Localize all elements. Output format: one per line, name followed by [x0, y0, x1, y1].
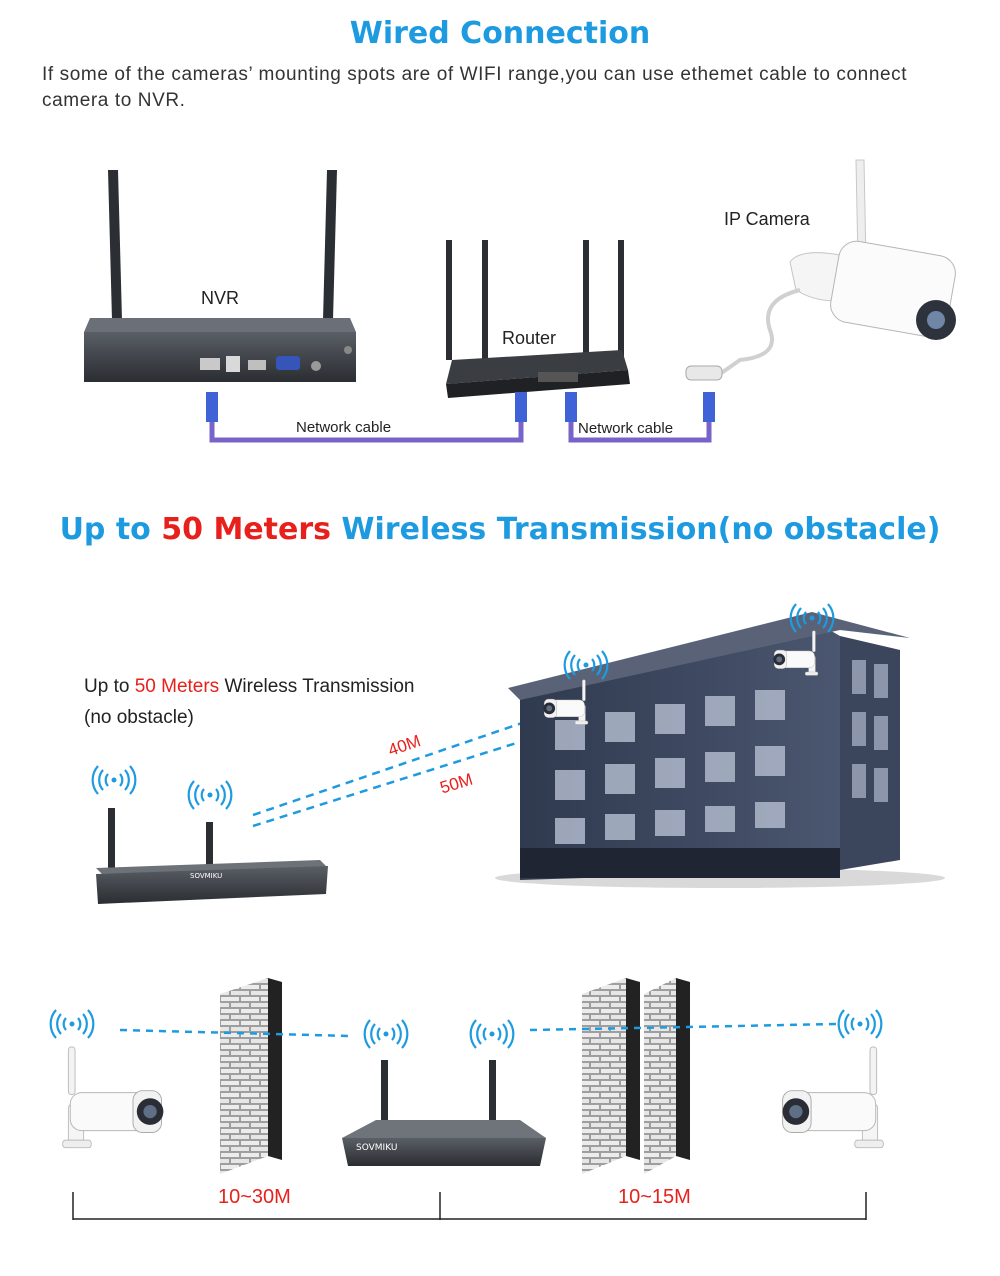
network-cable-label-1: Network cable	[296, 419, 392, 436]
network-cable-left	[206, 392, 527, 443]
title-suffix: Wireless Transmission(no obstacle)	[330, 512, 941, 547]
range-right-label: 10~15M	[618, 1186, 691, 1208]
section-title-wired: Wired Connection	[349, 16, 651, 51]
nvr-label: NVR	[201, 288, 240, 308]
svg-text:SOVMIKU: SOVMIKU	[190, 872, 222, 880]
caption-highlight: 50 Meters	[134, 676, 220, 697]
building-illustration	[495, 612, 945, 888]
caption-suffix: Wireless Transmission	[219, 676, 415, 697]
ip-camera-label: IP Camera	[724, 209, 810, 229]
network-cable-right	[565, 392, 715, 443]
title-prefix: Up to	[59, 512, 162, 547]
brick-wall-right-1	[582, 978, 640, 1174]
section-title-wireless: Up to 50 Meters Wireless Transmission(no…	[0, 512, 1000, 547]
nvr-wireless-device: SOVMIKU	[91, 764, 328, 904]
network-cable-label-2: Network cable	[578, 420, 674, 437]
nvr-device	[84, 170, 356, 382]
wired-description: If some of the cameras’ mounting spots a…	[42, 64, 908, 111]
caption-prefix: Up to	[84, 676, 135, 697]
transmission-line-40m	[252, 708, 561, 817]
measurement-bracket	[72, 1192, 867, 1220]
router-label: Router	[502, 328, 557, 348]
range-left-label: 10~30M	[218, 1186, 291, 1208]
title-highlight: 50 Meters	[161, 512, 331, 547]
brick-wall-left	[220, 978, 282, 1174]
nvr-center-device: SOVMIKU	[342, 1018, 546, 1166]
wireless-caption-line1: Up to 50 Meters Wireless Transmission	[84, 676, 415, 698]
router-device	[446, 240, 630, 398]
brick-wall-right-2	[644, 978, 690, 1174]
camera-far-right	[782, 1008, 884, 1149]
svg-text:SOVMIKU: SOVMIKU	[356, 1143, 397, 1153]
ip-camera-device	[685, 159, 956, 381]
wireless-caption-line2: (no obstacle)	[84, 707, 194, 728]
